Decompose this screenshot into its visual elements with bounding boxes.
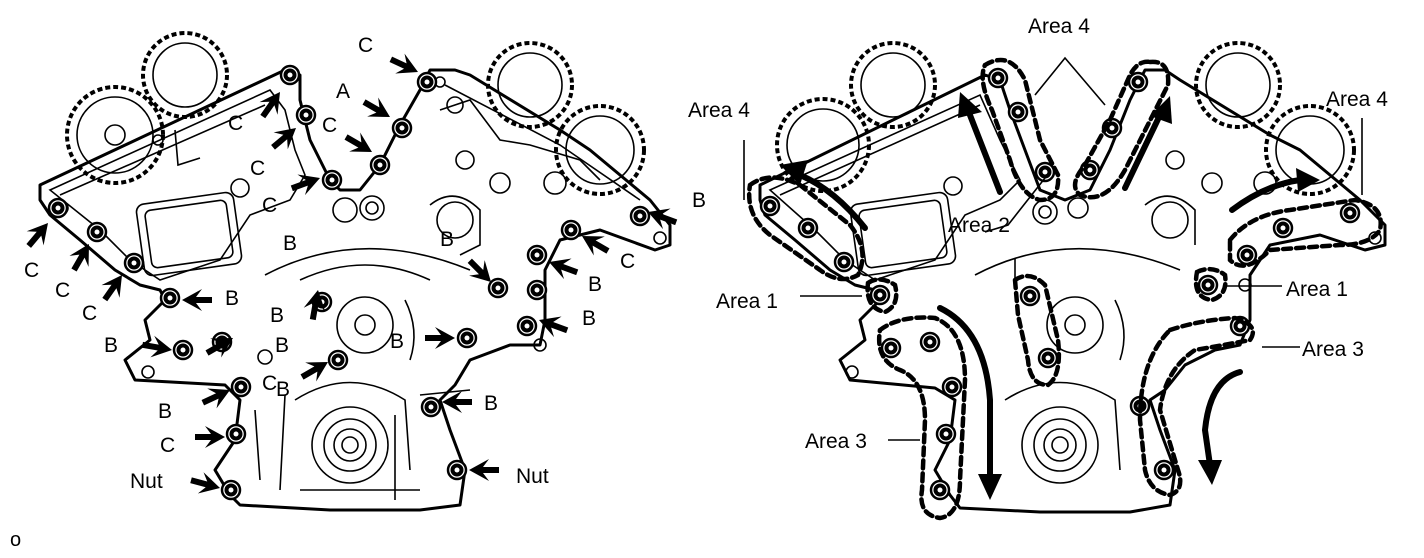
callout-label: B bbox=[158, 400, 172, 423]
area-label: Area 4 bbox=[1028, 15, 1090, 38]
callout-label: C bbox=[24, 259, 39, 282]
area-label: Area 2 bbox=[948, 214, 1010, 237]
area-labels: Area 4 Area 4 Area 4 Area 2 Area 1 Area … bbox=[688, 15, 1388, 453]
area-label: Area 3 bbox=[805, 430, 867, 453]
right-cam-sprockets bbox=[775, 41, 1356, 196]
left-engine-view: C A C C C C B B B C C C C B B B B C B B … bbox=[20, 31, 706, 512]
callout-label: B bbox=[104, 334, 118, 357]
area-label: Area 3 bbox=[1302, 338, 1364, 361]
callout-label: B bbox=[283, 232, 297, 255]
sequence-arrows bbox=[780, 92, 1320, 500]
area-label: Area 4 bbox=[688, 99, 750, 122]
callout-label: B bbox=[692, 189, 706, 212]
callout-label: Nut bbox=[130, 470, 163, 493]
callout-label: B bbox=[276, 378, 290, 401]
callout-label: B bbox=[440, 228, 454, 251]
right-engine-view: Area 4 Area 4 Area 4 Area 2 Area 1 Area … bbox=[688, 15, 1388, 521]
callout-label: Nut bbox=[516, 465, 549, 488]
left-cover-outline bbox=[38, 68, 672, 512]
left-cam-sprocket-left bbox=[65, 85, 165, 185]
figure-code: o bbox=[10, 529, 21, 551]
callout-label: B bbox=[390, 330, 404, 353]
callout-label: B bbox=[270, 304, 284, 327]
callout-label: B bbox=[484, 392, 498, 415]
callout-label: B bbox=[588, 273, 602, 296]
callout-label: A bbox=[336, 80, 350, 103]
callout-label: C bbox=[82, 302, 97, 325]
callout-label: B bbox=[582, 307, 596, 330]
area-groups bbox=[746, 57, 1383, 521]
callout-label: B bbox=[225, 287, 239, 310]
callout-label: C bbox=[262, 194, 277, 217]
left-callout-labels: C A C C C C B B B C C C C B B B B C B B … bbox=[24, 34, 706, 493]
area-label: Area 1 bbox=[716, 290, 778, 313]
callout-label: C bbox=[358, 34, 373, 57]
left-cam-sprocket-right2 bbox=[554, 104, 646, 196]
callout-label: C bbox=[250, 157, 265, 180]
area-label: Area 1 bbox=[1286, 278, 1348, 301]
callout-label: C bbox=[322, 114, 337, 137]
area-label: Area 4 bbox=[1326, 88, 1388, 111]
callout-label: C bbox=[160, 434, 175, 457]
callout-label: C bbox=[262, 372, 277, 395]
callout-label: C bbox=[620, 250, 635, 273]
area-leaders bbox=[743, 56, 1363, 441]
callout-label: B bbox=[275, 334, 289, 357]
callout-label: C bbox=[55, 279, 70, 302]
left-cover-window bbox=[144, 199, 234, 269]
callout-label: C bbox=[228, 112, 243, 135]
